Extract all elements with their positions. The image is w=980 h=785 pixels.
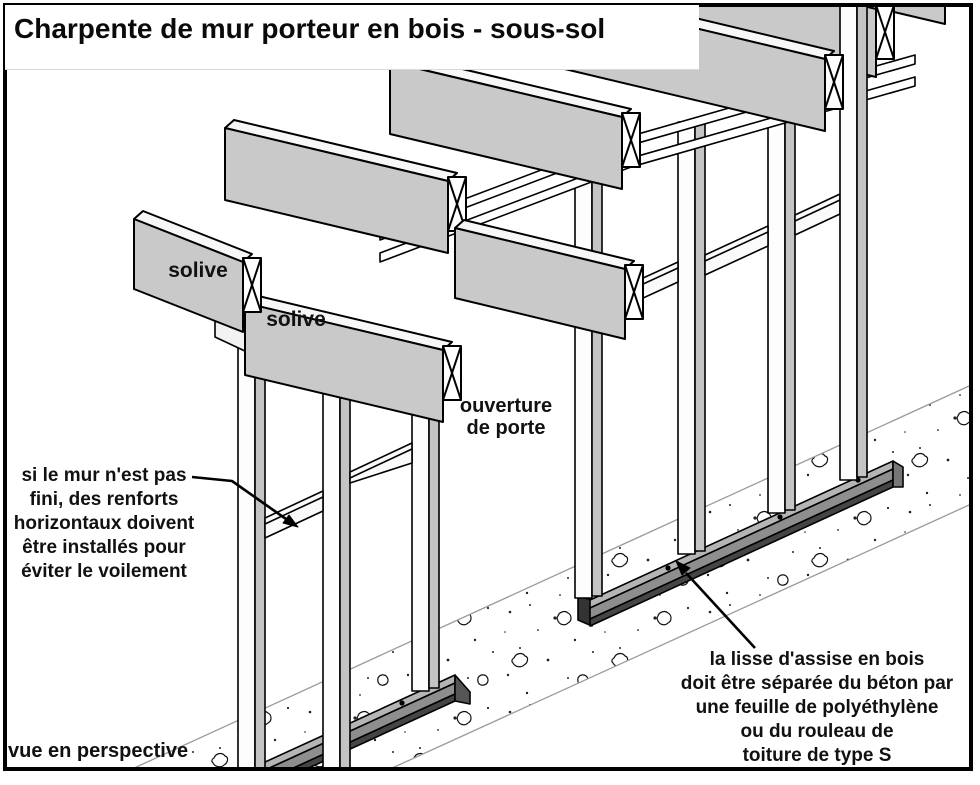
leader-arrow-blocking: [191, 475, 299, 528]
joist-end-section: [447, 176, 467, 232]
joist-end-section: [875, 5, 895, 60]
sill-note-line1: la lisse d'assise en bois: [709, 649, 925, 670]
joist-label-1: solive: [168, 259, 228, 282]
blocking-piece: [704, 225, 769, 276]
joist-label-2: solive: [266, 308, 326, 331]
nail-dot: [777, 514, 783, 520]
sill-note-line2: doit être séparée du béton par: [680, 673, 954, 694]
blocking-piece: [264, 490, 324, 539]
sill-note-line5: toiture de type S: [742, 745, 892, 766]
leader-arrow-sill: [675, 560, 756, 649]
blocking-note-line1: si le mur n'est pas: [21, 465, 187, 486]
stud: [767, 99, 796, 514]
blocking-note-line3: horizontaux doivent: [13, 513, 195, 534]
door-opening-line1: ouverture: [459, 395, 553, 417]
joist-end-section: [824, 54, 844, 110]
joist: [893, 5, 946, 25]
blocking-note-line4: être installés pour: [22, 537, 186, 558]
wall-studs: [237, 99, 796, 769]
nail-dot: [665, 565, 671, 571]
sill-plate-right: [577, 460, 904, 627]
joist-end-section: [624, 264, 644, 320]
sill-note-line4: ou du rouleau de: [740, 721, 894, 742]
door-opening-label: ouverture de porte: [424, 395, 588, 439]
floor-joists: [133, 5, 946, 481]
sill-note: la lisse d'assise en bois doit être sépa…: [658, 648, 976, 768]
joist-end-section: [442, 345, 462, 401]
joist: [224, 119, 458, 254]
joist: [454, 219, 635, 340]
title-box: [5, 5, 699, 70]
blocking-note-line5: éviter le voilement: [21, 561, 187, 582]
joist-solive-1: [133, 210, 253, 333]
joist-end-section: [621, 112, 641, 168]
stud: [322, 384, 351, 769]
joist-end-section: [242, 257, 262, 313]
sill-end-cap-left: [454, 674, 471, 705]
blocking-note: si le mur n'est pas fini, des renforts h…: [2, 464, 206, 584]
view-caption: vue en perspective: [8, 740, 189, 762]
blocking-note-line2: fini, des renforts: [29, 489, 179, 510]
stud: [677, 121, 706, 555]
nail-dot: [399, 700, 405, 706]
page-title: Charpente de mur porteur en bois - sous-…: [14, 13, 606, 44]
stud: [237, 334, 266, 769]
stud: [574, 161, 603, 599]
sill-note-line3: une feuille de polyéthylène: [695, 697, 939, 718]
door-opening-line2: de porte: [466, 417, 546, 439]
blocking-piece: [349, 442, 413, 484]
stud: [411, 401, 440, 692]
stud: [839, 5, 868, 481]
